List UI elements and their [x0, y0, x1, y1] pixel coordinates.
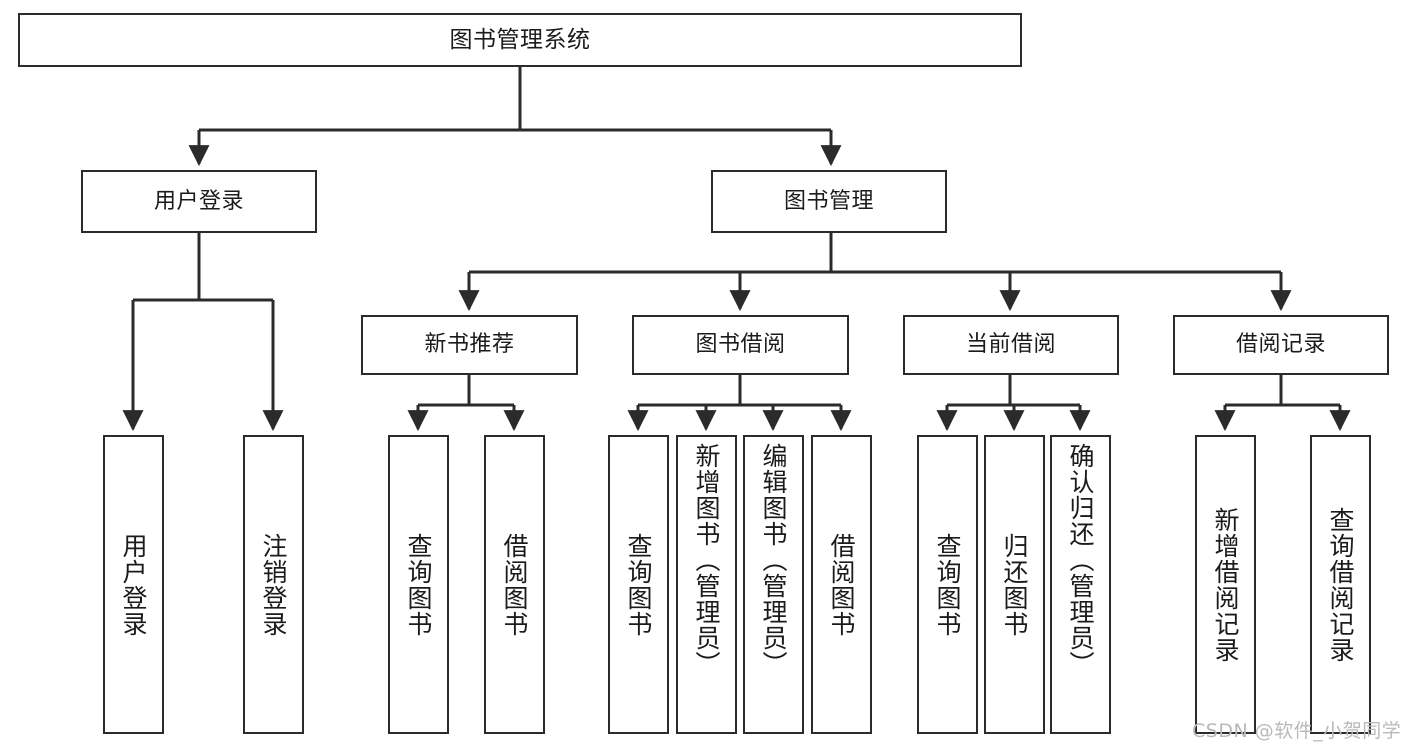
node-leaf-user-login[interactable]: 用户登录	[103, 435, 164, 734]
node-leaf-edit-book-admin[interactable]: 编辑图书（管理员）	[743, 435, 804, 734]
node-leaf-confirm-return-admin-label: 确认归还（管理员）	[1066, 443, 1095, 677]
node-book-borrow[interactable]: 图书借阅	[632, 315, 849, 375]
node-leaf-query-book-borrow-label: 查询图书	[624, 532, 653, 637]
node-leaf-user-login-label: 用户登录	[119, 532, 148, 637]
node-leaf-logout[interactable]: 注销登录	[243, 435, 304, 734]
node-user-login[interactable]: 用户登录	[81, 170, 317, 233]
node-user-login-label: 用户登录	[153, 188, 244, 214]
node-leaf-borrow-book-recommend-label: 借阅图书	[500, 532, 529, 637]
node-leaf-query-book-recommend-label: 查询图书	[404, 532, 433, 637]
node-current-borrow-label: 当前借阅	[965, 332, 1056, 358]
node-leaf-query-book-current[interactable]: 查询图书	[917, 435, 978, 734]
node-borrow-record-label: 借阅记录	[1235, 332, 1326, 358]
node-book-borrow-label: 图书借阅	[695, 332, 786, 358]
node-leaf-query-borrow-record-label: 查询借阅记录	[1326, 506, 1355, 663]
node-leaf-query-borrow-record[interactable]: 查询借阅记录	[1310, 435, 1371, 734]
node-leaf-add-borrow-record-label: 新增借阅记录	[1211, 506, 1240, 663]
node-leaf-return-book-label: 归还图书	[1000, 532, 1029, 637]
node-leaf-add-book-admin-label: 新增图书（管理员）	[692, 443, 721, 677]
node-leaf-edit-book-admin-label: 编辑图书（管理员）	[759, 443, 788, 677]
node-leaf-query-book-borrow[interactable]: 查询图书	[608, 435, 669, 734]
node-new-book-recommend-label: 新书推荐	[424, 332, 515, 358]
node-leaf-return-book[interactable]: 归还图书	[984, 435, 1045, 734]
node-current-borrow[interactable]: 当前借阅	[903, 315, 1119, 375]
node-leaf-logout-label: 注销登录	[259, 532, 288, 637]
node-leaf-borrow-book-label: 借阅图书	[827, 532, 856, 637]
node-borrow-record[interactable]: 借阅记录	[1173, 315, 1389, 375]
node-leaf-confirm-return-admin[interactable]: 确认归还（管理员）	[1050, 435, 1111, 734]
node-leaf-query-book-recommend[interactable]: 查询图书	[388, 435, 449, 734]
node-leaf-add-borrow-record[interactable]: 新增借阅记录	[1195, 435, 1256, 734]
node-leaf-add-book-admin[interactable]: 新增图书（管理员）	[676, 435, 737, 734]
node-leaf-borrow-book-recommend[interactable]: 借阅图书	[484, 435, 545, 734]
node-book-manage[interactable]: 图书管理	[711, 170, 947, 233]
node-leaf-query-book-current-label: 查询图书	[933, 532, 962, 637]
watermark-credit: CSDN @软件_小贺同学	[1192, 720, 1402, 742]
node-root-system[interactable]: 图书管理系统	[18, 13, 1022, 67]
node-leaf-borrow-book[interactable]: 借阅图书	[811, 435, 872, 734]
node-root-system-label: 图书管理系统	[449, 26, 591, 53]
node-new-book-recommend[interactable]: 新书推荐	[361, 315, 578, 375]
node-book-manage-label: 图书管理	[783, 188, 874, 214]
